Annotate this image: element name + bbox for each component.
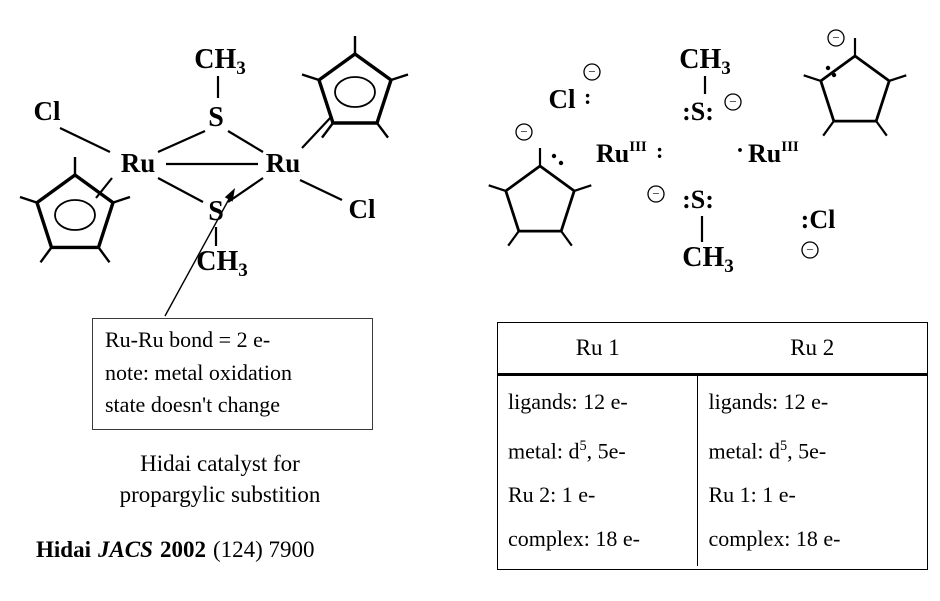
ru-left-electron-dots: : (656, 138, 663, 163)
cl-label-top: Cl (549, 84, 576, 114)
lone-pair-dot (825, 65, 831, 71)
svg-text:−: − (729, 94, 736, 109)
table-column-ru1: ligands: 12 e- metal: d5, 5e- Ru 2: 1 e-… (498, 376, 697, 566)
svg-text:−: − (806, 242, 813, 257)
citation-journal: JACS (97, 537, 153, 562)
ru-label-right: Ru (266, 148, 301, 178)
cp-methyl-stubs (803, 38, 907, 137)
ru2-ligands-row: ligands: 12 e- (708, 389, 829, 414)
right-ionic-structure: CH3 :S: − Cl : − RuIII : · RuIII :S: − C… (488, 29, 907, 277)
ru2-metal-row: metal: d5, 5e- (708, 438, 827, 464)
ru2-partner-row: Ru 1: 1 e- (708, 482, 796, 508)
svg-text:−: − (832, 30, 839, 45)
sulfur-label-top: S (208, 102, 224, 133)
bond-ruright-cp (301, 115, 333, 149)
ch3-label-bottom: CH3 (196, 246, 248, 281)
electron-count-table: Ru 1 Ru 2 ligands: 12 e- metal: d5, 5e- … (497, 322, 928, 570)
ch3-label-top: CH3 (194, 44, 246, 79)
arrowhead-icon (224, 188, 235, 202)
cp-ring-pentagon (316, 51, 394, 125)
minus-charge-icon: − (724, 93, 742, 111)
aromatic-circle (54, 199, 96, 231)
cl-lonepair-label-bottom: :Cl (801, 205, 836, 234)
bond-stop-ruright (227, 130, 264, 153)
ru1-ligands-row: ligands: 12 e- (508, 389, 628, 414)
citation-year: 2002 (159, 537, 206, 562)
note-line-2: note: metal oxidation (105, 359, 292, 385)
cl-lonepair-dots: : (584, 84, 591, 109)
sulfur-label-bottom: S (208, 196, 224, 227)
ru3-label-right: RuIII (748, 139, 799, 168)
left-complex-structure: CH3 S Ru Ru Cl Cl S CH3 (19, 36, 409, 317)
minus-charge-icon: − (827, 29, 845, 47)
ru1-metal-row: metal: d5, 5e- (508, 438, 626, 464)
ru3-label-left: RuIII (596, 139, 647, 168)
ru-label-left: Ru (121, 148, 156, 178)
lone-pair-dot (551, 153, 557, 159)
ru2-complex-row: complex: 18 e- (708, 526, 841, 552)
lone-pair-dot (831, 72, 837, 78)
cp-methyl-stubs (301, 36, 409, 139)
cl-label-right: Cl (349, 194, 376, 224)
citation-volume-pages: (124) 7900 (212, 537, 315, 562)
citation-author: Hidai (36, 537, 91, 562)
bond-sbottom-ruright (227, 177, 264, 203)
left-complex-bond-lines (59, 76, 343, 246)
figure-caption: Hidai catalyst for propargylic substitio… (52, 448, 388, 510)
cp-ring-pentagon (819, 54, 891, 123)
table-header-row: Ru 1 Ru 2 (498, 323, 927, 373)
ru1-complex-row: complex: 18 e- (508, 526, 640, 552)
ch3-label-top: CH3 (679, 44, 731, 79)
sulfur-lonepair-label-bottom: :S: (682, 185, 714, 214)
right-structure-lines (700, 76, 707, 242)
minus-charge-icon: − (583, 63, 601, 81)
svg-text:−: − (520, 124, 527, 139)
note-line-3: state doesn't change (105, 392, 281, 418)
table-column-ru2: ligands: 12 e- metal: d5, 5e- Ru 1: 1 e-… (697, 376, 927, 566)
cp-ring-pentagon (504, 164, 576, 233)
table-header-ru2: Ru 2 (790, 335, 835, 360)
cp-anion-ring-right (803, 38, 907, 137)
minus-charge-icon: − (801, 241, 819, 259)
bond-stop-ruleft (157, 129, 206, 154)
ru-right-electron-dot: · (736, 138, 744, 164)
lone-pair-dot (558, 160, 564, 166)
ch3-label-bottom: CH3 (682, 242, 734, 277)
callout-arrow (164, 188, 235, 317)
bond-ruright-cl (299, 179, 343, 201)
bond-cl-ruleft (59, 127, 111, 153)
svg-text:−: − (588, 64, 595, 79)
bond-ruleft-sbottom (157, 177, 204, 203)
cp-ring-pentagon (35, 172, 115, 250)
svg-text:−: − (652, 186, 659, 201)
cl-label-left: Cl (34, 96, 61, 126)
cp-methyl-stubs (19, 157, 131, 264)
table-body: ligands: 12 e- metal: d5, 5e- Ru 2: 1 e-… (498, 373, 927, 566)
bond-ruleft-cp (95, 177, 113, 199)
caption-line-1: Hidai catalyst for (140, 451, 300, 476)
minus-charge-icon: − (647, 185, 665, 203)
cp-methyl-stubs (488, 148, 592, 247)
caption-line-2: propargylic substition (119, 482, 321, 508)
note-line-1: Ru-Ru bond = 2 e- (105, 327, 271, 352)
table-header-ru1: Ru 1 (575, 335, 620, 360)
sulfur-lonepair-label-top: :S: (682, 97, 714, 126)
cp-anion-ring-left (488, 148, 592, 247)
ru1-partner-row: Ru 2: 1 e- (508, 482, 596, 508)
cp-star-ring-left (19, 157, 131, 264)
cp-star-ring-right (301, 36, 409, 139)
aromatic-circle (334, 76, 376, 108)
ru-ru-bond-note-box: Ru-Ru bond = 2 e- note: metal oxidation … (92, 318, 373, 430)
minus-charge-icon: − (515, 123, 533, 141)
